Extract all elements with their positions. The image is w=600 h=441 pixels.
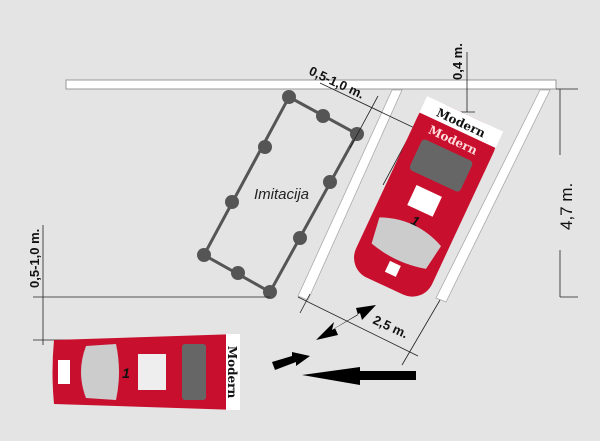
bay-line-left xyxy=(297,89,403,301)
bay-length-label: 4,7 m. xyxy=(557,183,576,230)
imitation-label: Imitacija xyxy=(254,186,309,203)
imitation-posts xyxy=(197,90,364,299)
bay-line-right xyxy=(435,89,551,303)
double-arrow-icon xyxy=(316,305,376,340)
parked-car: Modern Modern 1 xyxy=(354,96,504,297)
approaching-car-brand: Modern xyxy=(225,346,239,399)
approaching-car: Modern 1 xyxy=(52,334,240,410)
dimension-gap-left xyxy=(33,225,270,345)
dimension-bay-length xyxy=(556,88,578,298)
curb-strip xyxy=(65,79,557,90)
arrow-approach-icon xyxy=(302,367,416,385)
gap-left-label: 0,5-1,0 m. xyxy=(27,229,42,288)
dimension-bay-width xyxy=(297,293,441,366)
arrow-entry-icon xyxy=(272,352,310,370)
offset-top-label: 0,4 m. xyxy=(450,43,465,80)
svg-text:1: 1 xyxy=(122,365,130,381)
bay-width-label: 2,5 m. xyxy=(371,312,411,341)
